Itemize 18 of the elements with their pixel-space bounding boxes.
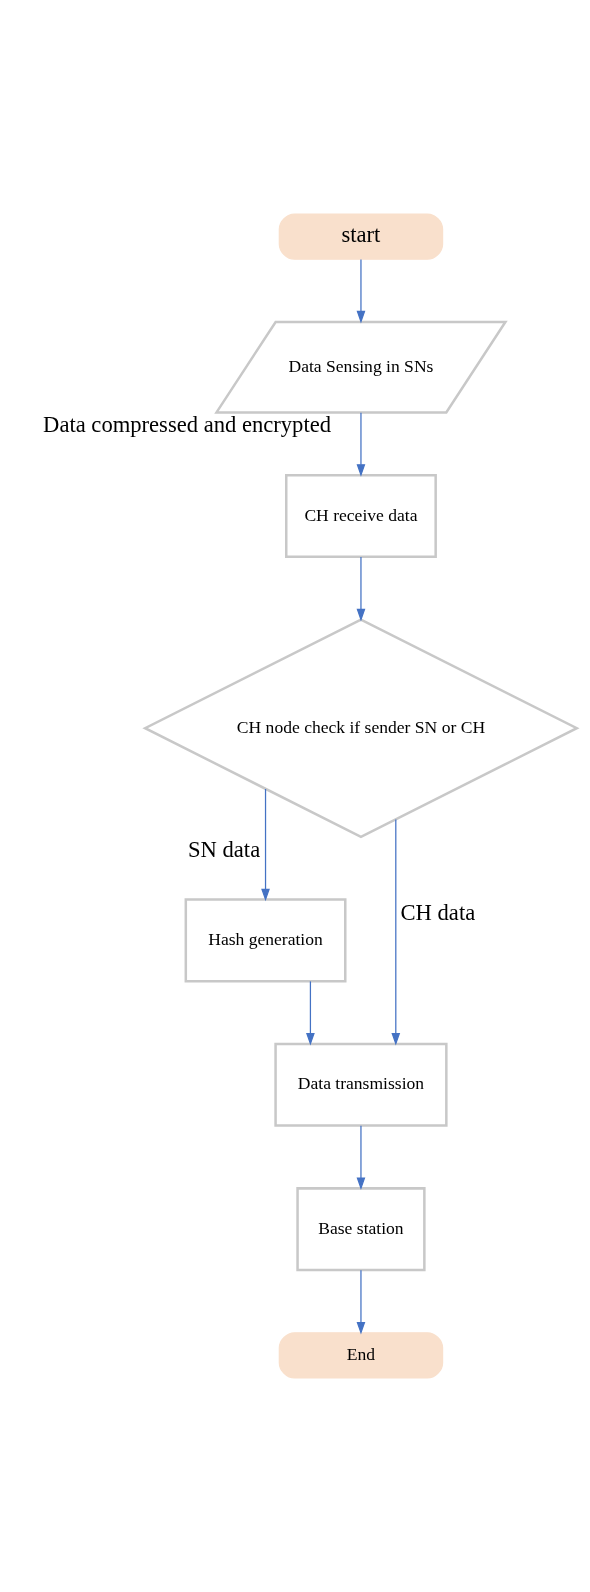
arrow bbox=[356, 556, 366, 622]
arrow bbox=[261, 788, 270, 902]
node-box: CH receive data bbox=[285, 473, 437, 559]
arrow bbox=[356, 1269, 366, 1335]
edge-label: SN data bbox=[188, 837, 261, 863]
edge-label: CH data bbox=[400, 899, 476, 925]
arrow bbox=[306, 980, 315, 1046]
node-diamond: CH node check if sender SN or CH bbox=[142, 618, 580, 839]
node-box: End bbox=[278, 1332, 444, 1379]
node-box: Base station bbox=[296, 1187, 426, 1272]
node-box: start bbox=[278, 213, 444, 260]
arrow bbox=[356, 258, 366, 324]
edge-label: Data compressed and encrypted bbox=[43, 411, 332, 437]
arrow bbox=[356, 1125, 366, 1190]
node-box: Hash generation bbox=[184, 898, 347, 983]
arrow bbox=[356, 412, 366, 477]
node-box: Data transmission bbox=[274, 1042, 448, 1127]
arrow bbox=[391, 818, 401, 1046]
